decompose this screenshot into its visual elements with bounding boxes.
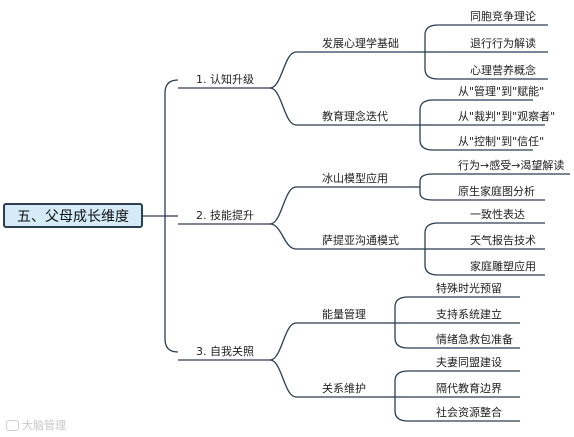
leaf-family-of-origin-map[interactable]: 原生家庭图分析 — [458, 185, 535, 198]
branch-self-care[interactable]: 3. 自我关照 — [196, 345, 254, 358]
root-node-label: 五、父母成长维度 — [17, 208, 129, 225]
branch-cognitive-upgrade[interactable]: 1. 认知升级 — [196, 73, 254, 86]
branch-skill-improvement[interactable]: 2. 技能提升 — [196, 209, 254, 222]
leaf-behavior-feeling-desire[interactable]: 行为→感受→渴望解读 — [458, 159, 565, 172]
watermark-text: 大脑管理 — [22, 419, 66, 432]
leaf-special-time[interactable]: 特殊时光预留 — [436, 282, 502, 295]
leaf-sibling-rivalry[interactable]: 同胞竞争理论 — [470, 10, 536, 23]
leaf-social-resources[interactable]: 社会资源整合 — [436, 406, 502, 419]
leaf-emotional-first-aid[interactable]: 情绪急救包准备 — [436, 333, 513, 346]
leaf-regression-behavior[interactable]: 退行行为解读 — [470, 37, 536, 50]
leaf-weather-report[interactable]: 天气报告技术 — [470, 234, 536, 247]
leaf-support-system[interactable]: 支持系统建立 — [436, 308, 502, 321]
leaf-judge-to-observer[interactable]: 从"裁判"到"观察者" — [458, 110, 556, 123]
watermark: 大脑管理 — [6, 417, 66, 433]
node-energy-management[interactable]: 能量管理 — [322, 308, 366, 321]
leaf-control-to-trust[interactable]: 从"控制"到"信任" — [458, 135, 545, 148]
node-satir-communication[interactable]: 萨提亚沟通模式 — [322, 234, 399, 247]
leaf-grandparent-boundary[interactable]: 隔代教育边界 — [436, 382, 502, 395]
leaf-management-to-empowerment[interactable]: 从"管理"到"赋能" — [458, 85, 545, 98]
node-relationship-maintenance[interactable]: 关系维护 — [322, 382, 366, 395]
node-developmental-psychology[interactable]: 发展心理学基础 — [322, 37, 399, 50]
root-node[interactable]: 五、父母成长维度 — [3, 203, 143, 228]
leaf-spousal-alliance[interactable]: 夫妻同盟建设 — [436, 356, 502, 369]
leaf-congruent-expression[interactable]: 一致性表达 — [470, 208, 525, 221]
leaf-psychological-nutrition[interactable]: 心理营养概念 — [470, 64, 536, 77]
watermark-logo-icon — [6, 419, 19, 431]
node-iceberg-model[interactable]: 冰山模型应用 — [322, 172, 388, 185]
leaf-family-sculpture[interactable]: 家庭雕塑应用 — [470, 260, 536, 273]
node-education-philosophy[interactable]: 教育理念迭代 — [322, 110, 388, 123]
